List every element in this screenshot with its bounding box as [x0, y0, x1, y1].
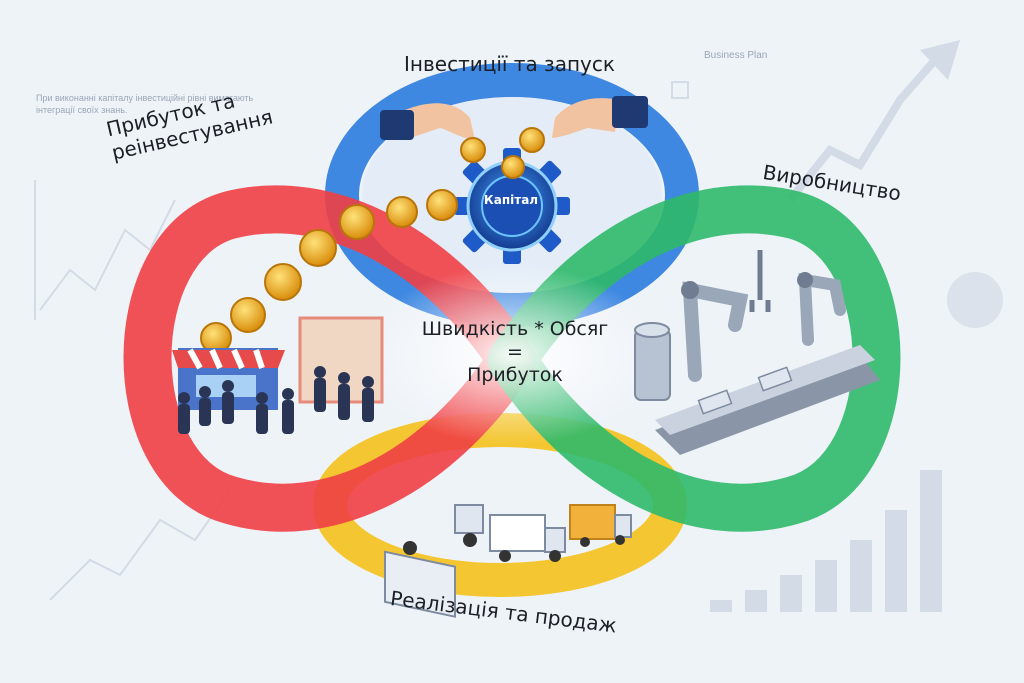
center-glow: [362, 265, 662, 445]
capital-label: Капітал: [483, 193, 539, 207]
coin-icon: [264, 263, 302, 301]
bg-bar-5: [850, 540, 872, 612]
coin-icon: [299, 229, 337, 267]
background-charts: [34, 40, 1003, 612]
background-plan-title: Business Plan: [704, 50, 768, 61]
coin-icon: [460, 137, 486, 163]
bg-bar-1: [710, 600, 732, 612]
formula-line3: Прибуток: [467, 364, 563, 386]
coin-icon: [426, 189, 458, 221]
bg-arrowhead: [920, 40, 960, 80]
gear-icon: [454, 148, 570, 264]
coin-icon: [501, 155, 525, 179]
coin-icon: [339, 204, 375, 240]
bg-line-chart-bottom-left: [49, 489, 231, 601]
coin-icon: [386, 196, 418, 228]
coin-stream: [200, 127, 545, 354]
formula-line2: =: [507, 341, 523, 363]
hand-icon: [380, 96, 648, 140]
bg-line-chart-left: [39, 199, 176, 311]
formula: Швидкість * Обсяг = Прибуток: [410, 318, 620, 387]
coin-icon: [519, 127, 545, 153]
bg-trend-arrow: [786, 57, 939, 203]
bg-pie-chart: [947, 272, 1003, 328]
production-loop: [488, 185, 901, 532]
bg-bar-3: [780, 575, 802, 612]
bg-bar-7: [920, 470, 942, 612]
coin-icon: [230, 297, 266, 333]
formula-line1: Швидкість * Обсяг: [421, 318, 609, 340]
delivery-truck-icon: [384, 504, 632, 618]
bg-bar-4: [815, 560, 837, 612]
bg-bar-2: [745, 590, 767, 612]
crowd: [178, 366, 374, 434]
background-note: При виконанні капіталу інвестиційні рівн…: [36, 93, 254, 115]
bg-checkbox: [671, 81, 689, 99]
stage-investment-label: Інвестиції та запуск: [404, 52, 615, 76]
bg-bar-6: [885, 510, 907, 612]
robot-arm-icon: [634, 250, 880, 455]
